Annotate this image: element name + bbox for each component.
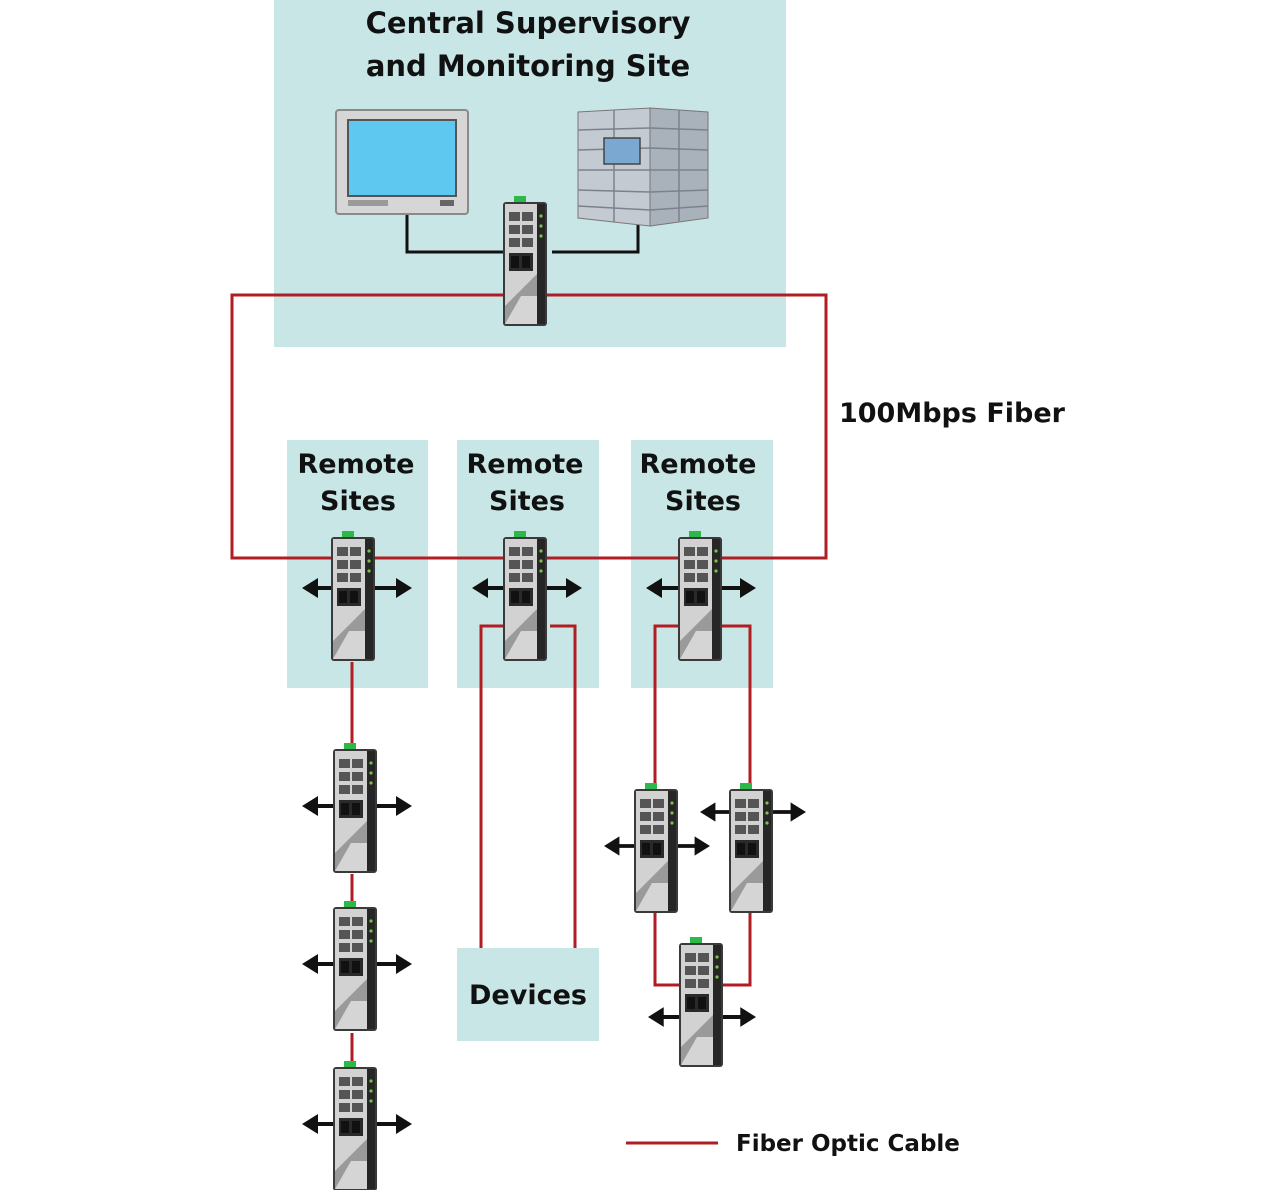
fiber-subring-right xyxy=(722,624,752,790)
remote-site-label-3-line2: Sites xyxy=(665,486,741,517)
central-switch-icon xyxy=(503,196,547,326)
remote-switch-icon xyxy=(678,531,722,661)
remote-switch-icon xyxy=(331,531,375,661)
devices-label: Devices xyxy=(469,980,587,1011)
fiber-subring-bottom-left xyxy=(653,912,684,987)
central-title-line1: Central Supervisory xyxy=(366,6,691,40)
monitor-icon xyxy=(335,109,469,215)
server-link xyxy=(552,220,640,254)
server-rack-icon xyxy=(577,107,709,227)
legend-fiber-label: Fiber Optic Cable xyxy=(736,1131,960,1157)
remote-site-label-2-line2: Sites xyxy=(489,486,565,517)
remote-site-label-1-line1: Remote xyxy=(297,449,414,480)
devices-panel xyxy=(457,948,599,1041)
chain-switch-icon xyxy=(333,1061,377,1190)
central-title-line2: and Monitoring Site xyxy=(366,49,690,83)
subring-switch-icon xyxy=(634,783,678,913)
fiber-subring-left xyxy=(653,624,680,790)
fiber-devices-left xyxy=(479,624,506,948)
subring-switch-icon xyxy=(729,783,773,913)
fiber-devices-right xyxy=(550,624,577,948)
remote-site-label-2-line1: Remote xyxy=(466,449,583,480)
remote-switch-icon xyxy=(503,531,547,661)
subring-switch-icon xyxy=(679,937,723,1067)
remote-site-label-3-line1: Remote xyxy=(639,449,756,480)
monitor-link xyxy=(405,210,506,254)
chain-switch-icon xyxy=(333,901,377,1031)
chain-switch-icon xyxy=(333,743,377,873)
fiber-subring-bottom-right xyxy=(720,912,752,987)
ring-speed-label: 100Mbps Fiber xyxy=(839,398,1066,429)
remote-site-label-1-line2: Sites xyxy=(320,486,396,517)
